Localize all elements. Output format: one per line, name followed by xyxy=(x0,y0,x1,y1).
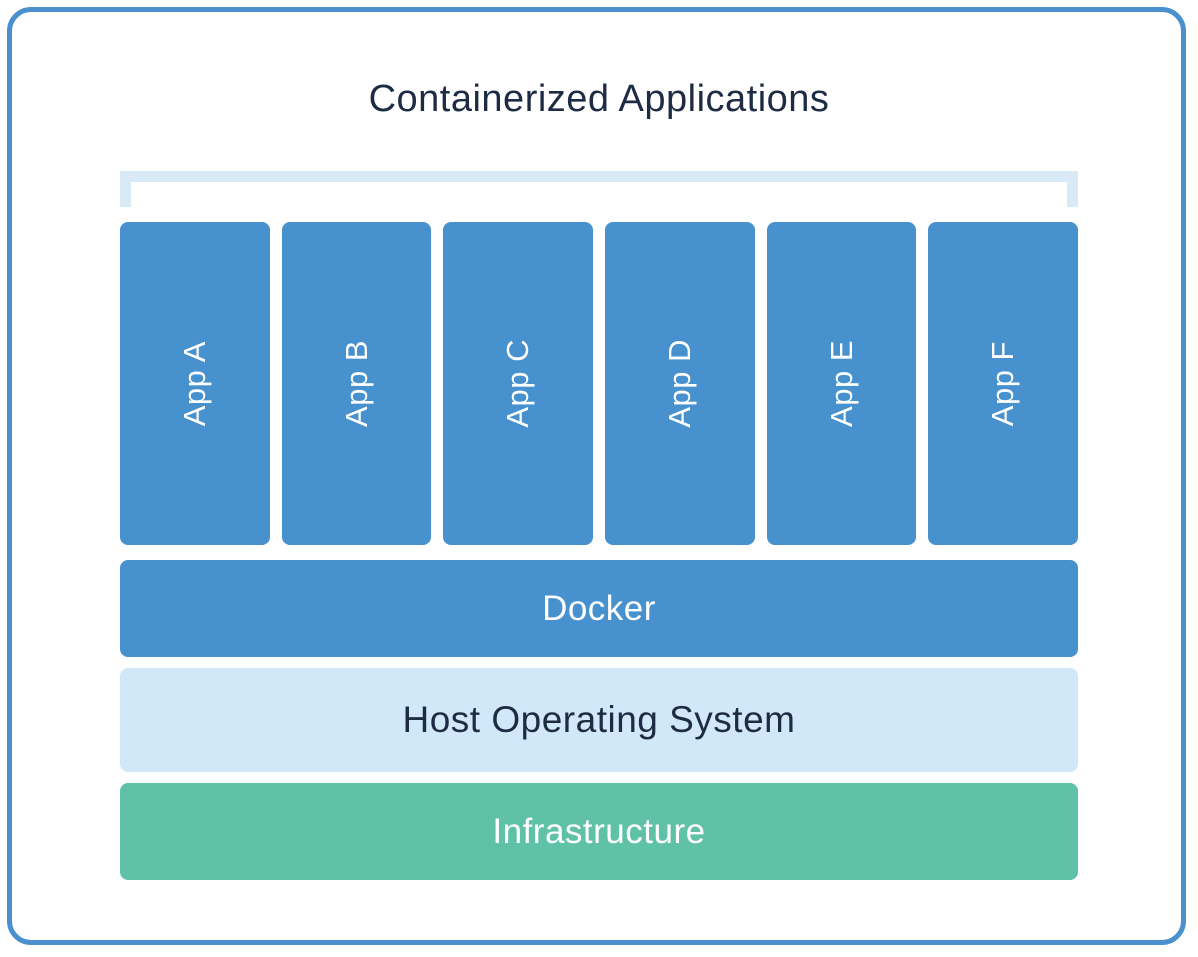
app-label: App C xyxy=(500,339,536,428)
app-label: App D xyxy=(661,339,697,428)
app-container-a: App A xyxy=(120,222,270,545)
app-label: App F xyxy=(985,340,1021,427)
infrastructure-layer: Infrastructure xyxy=(120,783,1078,880)
docker-layer: Docker xyxy=(120,560,1078,657)
app-containers-row: App A App B App C App D App E App F xyxy=(120,222,1079,545)
outer-rounded-border xyxy=(7,7,1186,945)
app-label: App A xyxy=(176,340,212,427)
diagram-title: Containerized Applications xyxy=(368,78,830,120)
containerized-apps-bracket xyxy=(120,171,1078,207)
host-operating-system-layer: Host Operating System xyxy=(120,668,1078,772)
app-label: App E xyxy=(823,340,859,427)
app-label: App B xyxy=(338,340,374,427)
app-container-f: App F xyxy=(928,222,1079,545)
app-container-c: App C xyxy=(443,222,594,545)
app-container-e: App E xyxy=(766,222,917,545)
app-container-b: App B xyxy=(281,222,432,545)
app-container-d: App D xyxy=(605,222,755,545)
